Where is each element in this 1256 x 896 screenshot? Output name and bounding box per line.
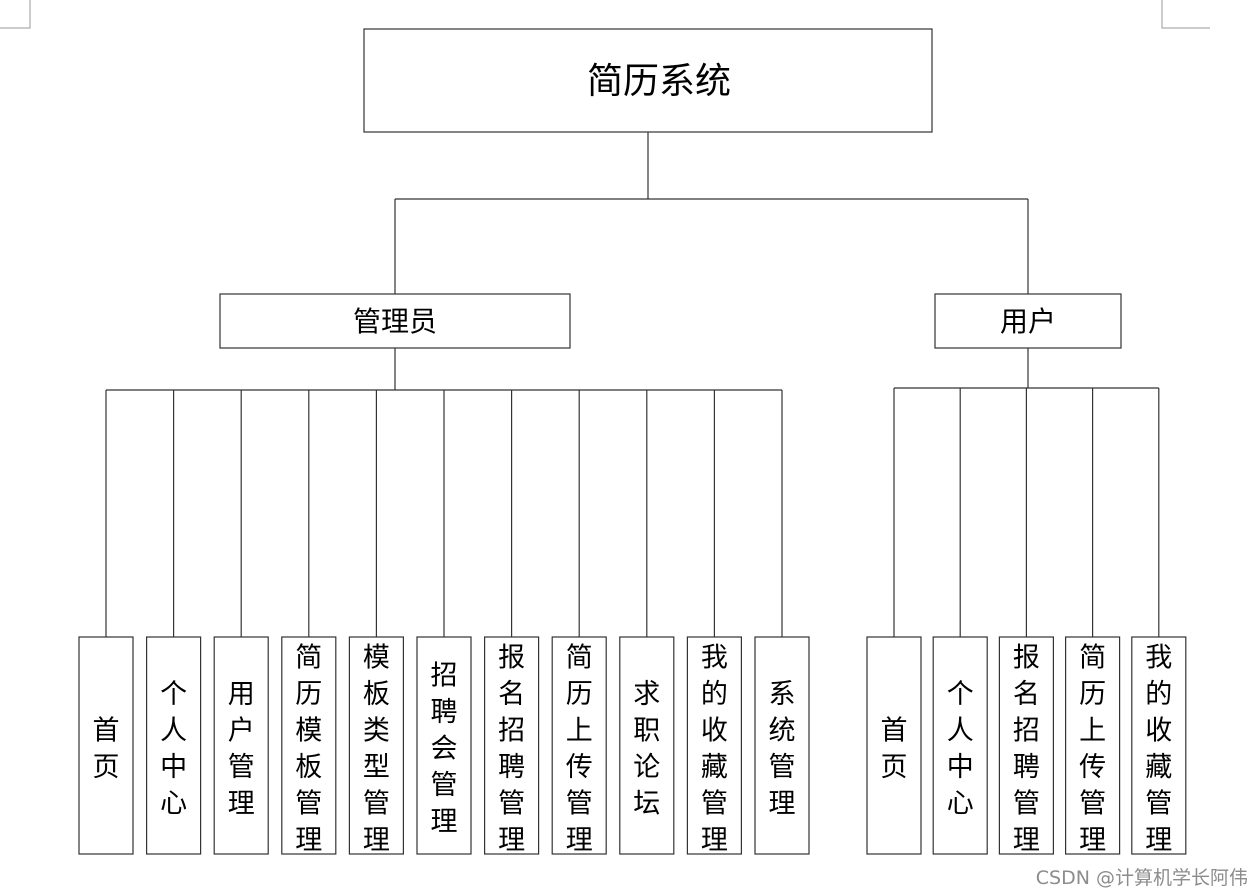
module-node: 求职论坛 bbox=[619, 636, 675, 855]
module-label: 报名招聘管理 bbox=[1013, 642, 1040, 856]
module-label: 简历模板管理 bbox=[295, 642, 322, 856]
module-box bbox=[348, 636, 404, 855]
module-node: 首页 bbox=[78, 636, 134, 855]
module-label: 求职论坛 bbox=[633, 679, 660, 820]
role-label-admin: 管理员 bbox=[353, 305, 437, 338]
module-box bbox=[281, 636, 337, 855]
module-node: 报名招聘管理 bbox=[484, 636, 540, 856]
module-label: 用户管理 bbox=[228, 679, 255, 820]
module-node: 模板类型管理 bbox=[348, 636, 404, 856]
connector-lines bbox=[105, 132, 1160, 637]
module-box bbox=[686, 636, 743, 855]
crop-marks bbox=[0, 0, 1210, 29]
module-node: 我的收藏管理 bbox=[1131, 636, 1187, 856]
root-box bbox=[363, 28, 933, 133]
module-box bbox=[1131, 636, 1187, 855]
module-box bbox=[866, 636, 922, 855]
module-node: 报名招聘管理 bbox=[998, 636, 1055, 856]
module-box bbox=[932, 636, 988, 855]
role-box-user bbox=[934, 293, 1122, 349]
module-box bbox=[213, 636, 269, 855]
module-box bbox=[146, 636, 202, 855]
root-node: 简历系统 bbox=[363, 28, 933, 133]
module-box bbox=[619, 636, 675, 855]
module-label: 系统管理 bbox=[769, 679, 796, 820]
module-box bbox=[1064, 636, 1121, 855]
module-box bbox=[754, 636, 810, 855]
role-box-admin bbox=[219, 293, 571, 349]
module-node: 我的收藏管理 bbox=[686, 636, 743, 856]
module-node: 招聘会管理 bbox=[416, 636, 472, 855]
role-label-user: 用户 bbox=[1000, 305, 1056, 338]
module-node: 简历上传管理 bbox=[551, 636, 607, 856]
module-label: 个人中心 bbox=[160, 679, 187, 820]
role-node-user: 用户 bbox=[934, 293, 1122, 349]
module-nodes: 首页 个人中心 用户管理 简历模板管理 模板类型管理 招聘会管理 报名招聘管理 简历上传管理 求… bbox=[78, 636, 1187, 856]
module-label: 首页 bbox=[93, 715, 120, 783]
module-node: 首页 bbox=[866, 636, 922, 855]
module-node: 简历模板管理 bbox=[281, 636, 337, 856]
module-label: 招聘会管理 bbox=[431, 661, 458, 838]
module-label: 我的收藏管理 bbox=[701, 642, 728, 856]
module-label: 简历上传管理 bbox=[1079, 642, 1106, 856]
module-label: 报名招聘管理 bbox=[498, 642, 525, 856]
module-box bbox=[484, 636, 540, 855]
root-label: 简历系统 bbox=[587, 61, 731, 102]
module-box bbox=[998, 636, 1055, 855]
module-node: 简历上传管理 bbox=[1064, 636, 1121, 856]
module-label: 首页 bbox=[881, 715, 908, 783]
module-node: 个人中心 bbox=[932, 636, 988, 855]
module-box bbox=[416, 636, 472, 855]
module-label: 简历上传管理 bbox=[566, 642, 593, 856]
role-node-admin: 管理员 bbox=[219, 293, 571, 349]
module-box bbox=[78, 636, 134, 855]
module-label: 个人中心 bbox=[947, 679, 974, 820]
module-node: 用户管理 bbox=[213, 636, 269, 855]
watermark: CSDN @计算机学长阿伟 bbox=[1035, 867, 1248, 889]
module-label: 我的收藏管理 bbox=[1145, 642, 1172, 856]
module-node: 个人中心 bbox=[146, 636, 202, 855]
module-box bbox=[551, 636, 607, 855]
module-label: 模板类型管理 bbox=[363, 642, 390, 856]
module-node: 系统管理 bbox=[754, 636, 810, 855]
